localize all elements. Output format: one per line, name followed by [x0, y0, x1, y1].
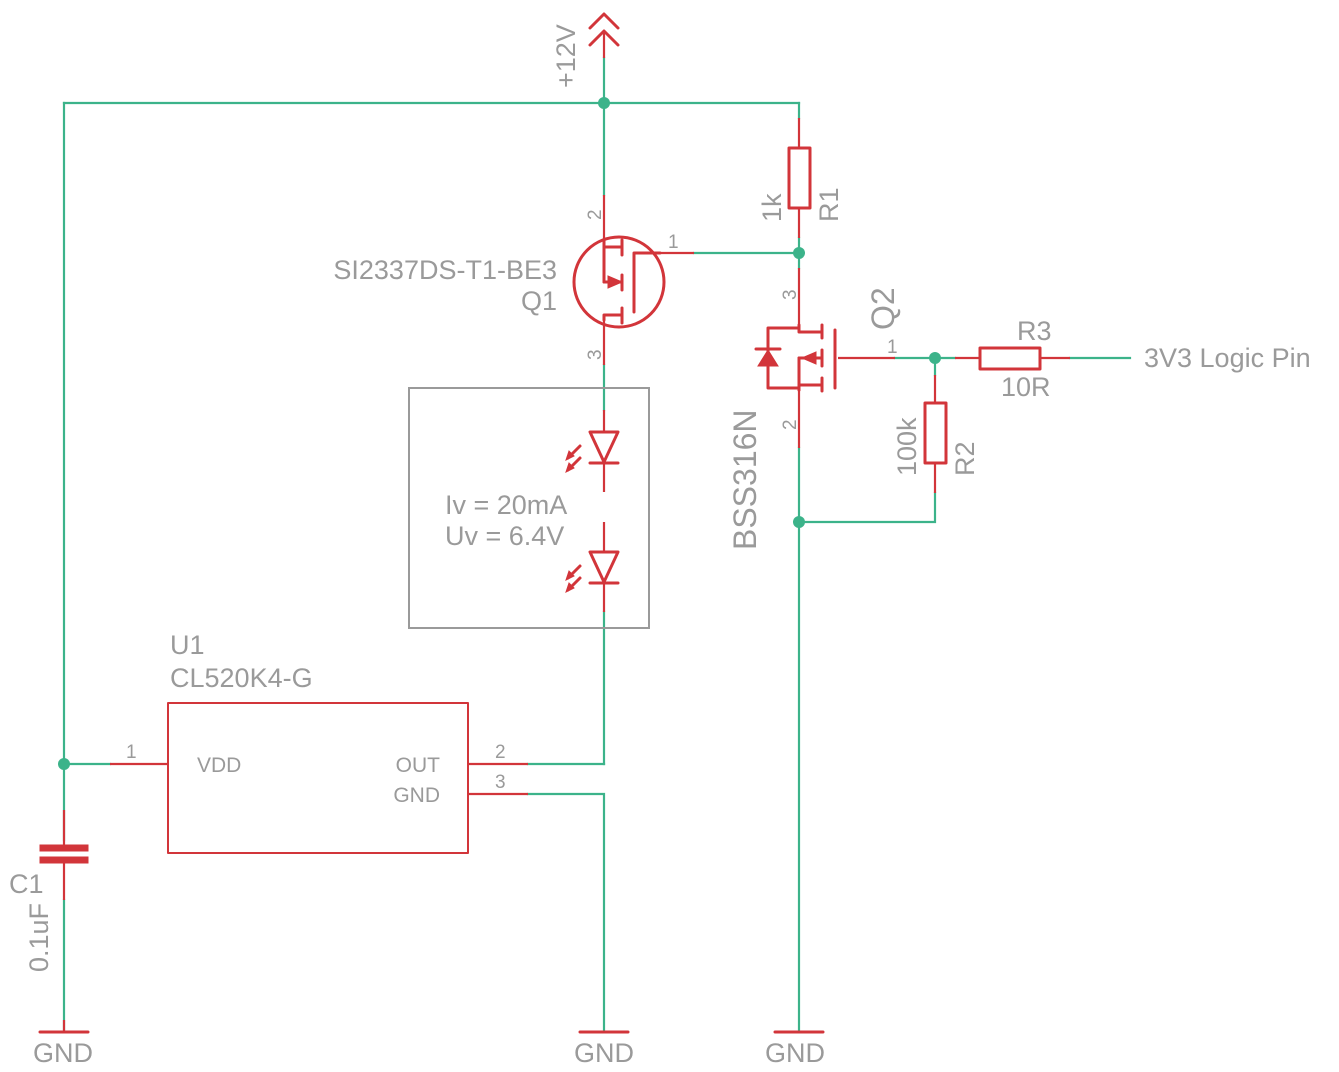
supply-label: +12V: [551, 24, 581, 88]
r1-ref: R1: [814, 187, 844, 222]
junction-dot: [58, 758, 70, 770]
led-icon: [588, 430, 620, 464]
q2-nmosfet: 3 2 1 Q2 BSS316N: [727, 268, 901, 550]
c1-value-label: 0.1uF: [24, 903, 54, 972]
r2-resistor: 100k R2: [892, 375, 980, 493]
led-current-note: Iv = 20mA: [445, 490, 567, 520]
capacitor-plate-icon: [39, 856, 89, 864]
ground-symbol-3: GND: [765, 1030, 825, 1068]
gnd-label: GND: [765, 1038, 825, 1068]
logic-pin-net-label: 3V3 Logic Pin: [1144, 343, 1311, 373]
wires: [62, 56, 1132, 1032]
resistor-body-icon: [978, 346, 1042, 371]
gnd-label: GND: [33, 1038, 93, 1068]
u1-ref-label: U1: [170, 630, 205, 660]
q1-pin-source: 2: [585, 209, 606, 220]
r1-resistor: 1k R1: [757, 118, 844, 238]
diode-icon: [757, 349, 779, 367]
u1-pin-out-num: 2: [495, 742, 506, 763]
junction-dot: [793, 247, 805, 259]
wire-r2-gnd: [797, 491, 937, 524]
led-icon: [588, 550, 620, 584]
gnd-label: GND: [574, 1038, 634, 1068]
resistor-body-icon: [787, 146, 812, 210]
c1-capacitor: C1 0.1uF: [9, 810, 89, 972]
ground-symbol-1: GND: [33, 1020, 93, 1068]
junction-dot: [929, 352, 941, 364]
q2-pin-source: 2: [780, 419, 801, 430]
u1-pin-gnd-name: GND: [393, 784, 440, 807]
led-voltage-note: Uv = 6.4V: [445, 521, 564, 551]
u1-pin-vdd-num: 1: [126, 742, 137, 763]
q1-pmosfet: 2 3 1 SI2337DS-T1-BE3 Q1: [333, 195, 694, 365]
capacitor-plate-icon: [39, 844, 89, 852]
r2-ref: R2: [950, 441, 980, 476]
u1-pin-vdd-name: VDD: [197, 754, 241, 777]
supply-arrow-icon: [588, 12, 620, 30]
ic-body: [167, 702, 469, 854]
u1-ic: 1 2 3 VDD OUT GND U1 CL520K4-G: [110, 630, 528, 854]
q2-pin-drain: 3: [780, 289, 801, 300]
mosfet-arrow-icon: [800, 351, 817, 365]
junction-dot: [598, 97, 610, 109]
mosfet-arrow-icon: [607, 275, 624, 289]
u1-part-label: CL520K4-G: [170, 663, 313, 693]
wire-u1-gnd: [526, 792, 606, 1032]
c1-ref-label: C1: [9, 869, 44, 899]
resistor-body-icon: [923, 401, 948, 465]
led-string: Iv = 20mA Uv = 6.4V: [408, 387, 650, 629]
q1-part-label: SI2337DS-T1-BE3: [333, 255, 557, 285]
mosfet-body-icon: [572, 235, 666, 329]
r3-ref: R3: [1017, 316, 1052, 346]
q1-ref-label: Q1: [521, 286, 557, 316]
junctions: [58, 97, 941, 770]
r1-value: 1k: [757, 193, 787, 222]
r3-value: 10R: [1001, 372, 1051, 402]
u1-pin-out-name: OUT: [396, 754, 441, 777]
ground-symbol-2: GND: [574, 1030, 634, 1068]
u1-pin-gnd-num: 3: [495, 772, 506, 793]
junction-dot: [793, 516, 805, 528]
q2-part-label: BSS316N: [727, 409, 763, 550]
q2-ref-label: Q2: [865, 287, 901, 330]
supply-symbol: +12V: [551, 12, 620, 88]
led-frame: [408, 387, 650, 629]
r2-value: 100k: [892, 417, 922, 476]
q1-pin-gate: 1: [668, 232, 679, 253]
q1-pin-drain: 3: [585, 349, 606, 360]
r3-resistor: R3 10R: [955, 316, 1070, 402]
q2-pin-gate: 1: [887, 337, 898, 358]
